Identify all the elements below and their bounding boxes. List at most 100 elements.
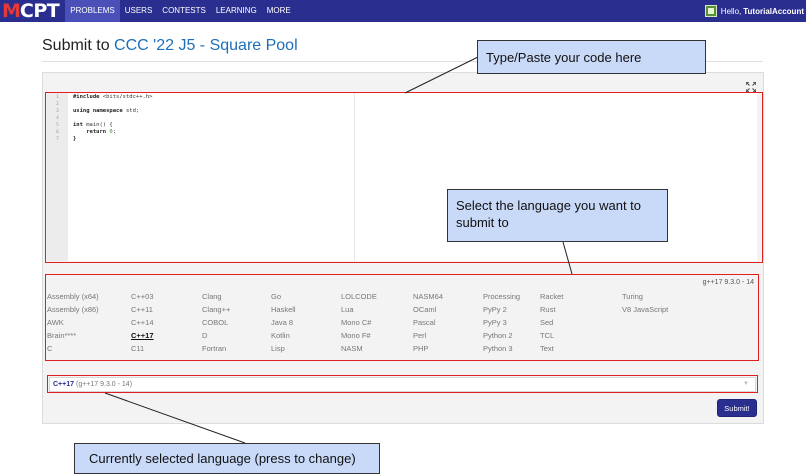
title-prefix: Submit to [42, 37, 110, 54]
language-option[interactable]: Python 2 [483, 331, 513, 340]
language-option[interactable]: C [47, 344, 53, 353]
language-option[interactable]: COBOL [202, 318, 229, 327]
language-option[interactable]: Assembly (x86) [47, 305, 99, 314]
editor-gutter: 1 2 3 4 5 6 7 [47, 93, 68, 261]
language-option[interactable]: C++14 [131, 318, 154, 327]
nav-more[interactable]: MORE [266, 6, 291, 15]
code-text: ; [112, 129, 117, 135]
logo-text: CPT [19, 0, 60, 22]
language-option[interactable]: C++03 [131, 292, 154, 301]
language-option[interactable]: Mono F# [341, 331, 371, 340]
page-title: Submit to CCC '22 J5 - Square Pool [42, 37, 298, 55]
language-option[interactable]: C++11 [131, 305, 153, 314]
language-grid: Assembly (x64) Assembly (x86) AWK Brain****… [47, 290, 757, 358]
selected-language-dropdown[interactable]: C++17 (g++17 9.3.0 - 14) ▼ [49, 377, 756, 392]
nav-users[interactable]: USERS [124, 6, 153, 15]
language-option[interactable]: Perl [413, 331, 427, 340]
language-option[interactable]: Rust [540, 305, 556, 314]
language-option[interactable]: C++17 [131, 331, 154, 340]
language-option[interactable]: D [202, 331, 208, 340]
user-menu[interactable]: Hello, TutorialAccount [704, 0, 804, 22]
code-keyword: int [73, 122, 83, 128]
avatar-icon [704, 5, 717, 17]
chevron-down-icon: ▼ [743, 381, 749, 387]
nav-contests[interactable]: CONTESTS [162, 6, 206, 15]
code-text: <bits/stdc++.h> [99, 94, 153, 100]
language-option[interactable]: Go [271, 292, 282, 301]
line-number: 4 [56, 116, 59, 121]
language-option[interactable]: PyPy 2 [483, 305, 507, 314]
language-option[interactable]: Clang [202, 292, 222, 301]
problem-link[interactable]: CCC '22 J5 - Square Pool [114, 37, 298, 54]
language-option[interactable]: Mono C# [341, 318, 372, 327]
username: TutorialAccount [743, 6, 804, 16]
language-option[interactable]: OCaml [413, 305, 437, 314]
language-option[interactable]: Assembly (x64) [47, 292, 99, 301]
submit-button[interactable]: Submit! [717, 399, 757, 417]
line-number: 7 [56, 137, 59, 142]
language-option[interactable]: LOLCODE [341, 292, 377, 301]
language-column: Turing V8 JavaScript [622, 290, 668, 316]
callout-selected-hint: Currently selected language (press to ch… [74, 443, 380, 474]
code-text: main() { [82, 122, 113, 128]
logo-letter-m: M [2, 0, 21, 22]
callout-language-hint: Select the language you want to submit t… [447, 189, 668, 242]
selected-language-name: C++17 [53, 381, 75, 388]
code-line: #include <bits/stdc++.h> [73, 94, 152, 100]
language-option[interactable]: Lisp [271, 344, 285, 353]
language-column: Assembly (x64) Assembly (x86) AWK Brain****… [47, 290, 99, 355]
line-number: 3 [56, 109, 59, 114]
language-option[interactable]: PHP [413, 344, 429, 353]
language-option[interactable]: Clang++ [202, 305, 231, 314]
code-line: int main() { [73, 122, 113, 128]
print-margin [354, 93, 355, 261]
greeting-text: Hello, [720, 6, 742, 16]
code-line: return 0; [73, 129, 116, 135]
line-number: 5 [56, 123, 59, 128]
annotation-box-selected [47, 375, 758, 393]
code-line: using namespace std; [73, 108, 139, 114]
nav-learning[interactable]: LEARNING [215, 6, 257, 15]
code-keyword: using namespace [73, 108, 123, 114]
code-keyword: return [73, 129, 107, 135]
language-option[interactable]: Kotlin [271, 331, 290, 340]
language-option[interactable]: Fortran [202, 344, 227, 353]
language-option[interactable]: Python 3 [483, 344, 513, 353]
language-option[interactable]: Sed [540, 318, 554, 327]
language-option[interactable]: PyPy 3 [483, 318, 507, 327]
code-text: std; [122, 108, 140, 114]
language-option[interactable]: Racket [540, 292, 564, 301]
language-option[interactable]: Haskell [271, 305, 296, 314]
code-number: 0 [106, 129, 113, 135]
fullscreen-icon[interactable] [746, 82, 756, 92]
language-option[interactable]: Processing [483, 292, 521, 301]
nav-problems[interactable]: PROBLEMS [65, 0, 120, 22]
language-option[interactable]: Lua [341, 305, 354, 314]
title-divider [42, 61, 763, 62]
language-option[interactable]: AWK [47, 318, 64, 327]
language-option[interactable]: NASM [341, 344, 363, 353]
annotation-box-editor [45, 92, 763, 263]
language-option[interactable]: V8 JavaScript [622, 305, 669, 314]
callout-code-hint: Type/Paste your code here [477, 40, 706, 74]
language-option[interactable]: TCL [540, 331, 555, 340]
language-option[interactable]: Java 8 [271, 318, 294, 327]
code-editor[interactable]: 1 2 3 4 5 6 7 #include <bits/stdc++.h> u… [47, 93, 757, 261]
compiler-version: g++17 9.3.0 - 14 [702, 279, 754, 286]
annotation-box-languages [45, 274, 759, 361]
language-option[interactable]: Pascal [413, 318, 436, 327]
language-option[interactable]: NASM64 [413, 292, 444, 301]
language-option[interactable]: Turing [622, 292, 643, 301]
code-keyword: #include [73, 94, 100, 100]
language-option[interactable]: Brain**** [47, 331, 77, 340]
language-option[interactable]: C11 [131, 344, 145, 353]
language-option[interactable]: Text [540, 344, 554, 353]
